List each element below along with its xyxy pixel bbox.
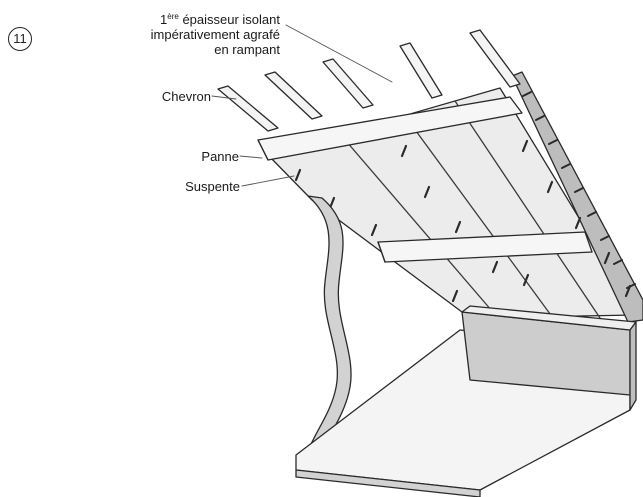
step-number-badge: 11: [8, 27, 32, 51]
edge-teeth: [522, 91, 636, 289]
floor-slab-edge: [295, 469, 481, 497]
rafter-1: [217, 85, 279, 132]
panne-label: Panne: [201, 149, 239, 164]
chevron-label: Chevron: [161, 89, 211, 104]
roof-edge-band: [511, 71, 643, 323]
rafters: [217, 29, 521, 132]
rafter-lines-on-insulation: [339, 100, 601, 319]
knee-wall-side: [629, 321, 637, 411]
suspente-label: Suspente: [185, 179, 240, 194]
insulation-label: 1ère épaisseur isolant impérativement ag…: [150, 12, 280, 57]
rafter-2: [264, 71, 323, 120]
leader-lines: [211, 24, 393, 187]
rafter-3: [322, 58, 374, 109]
rafter-5: [469, 29, 521, 88]
rafter-4: [399, 42, 443, 99]
